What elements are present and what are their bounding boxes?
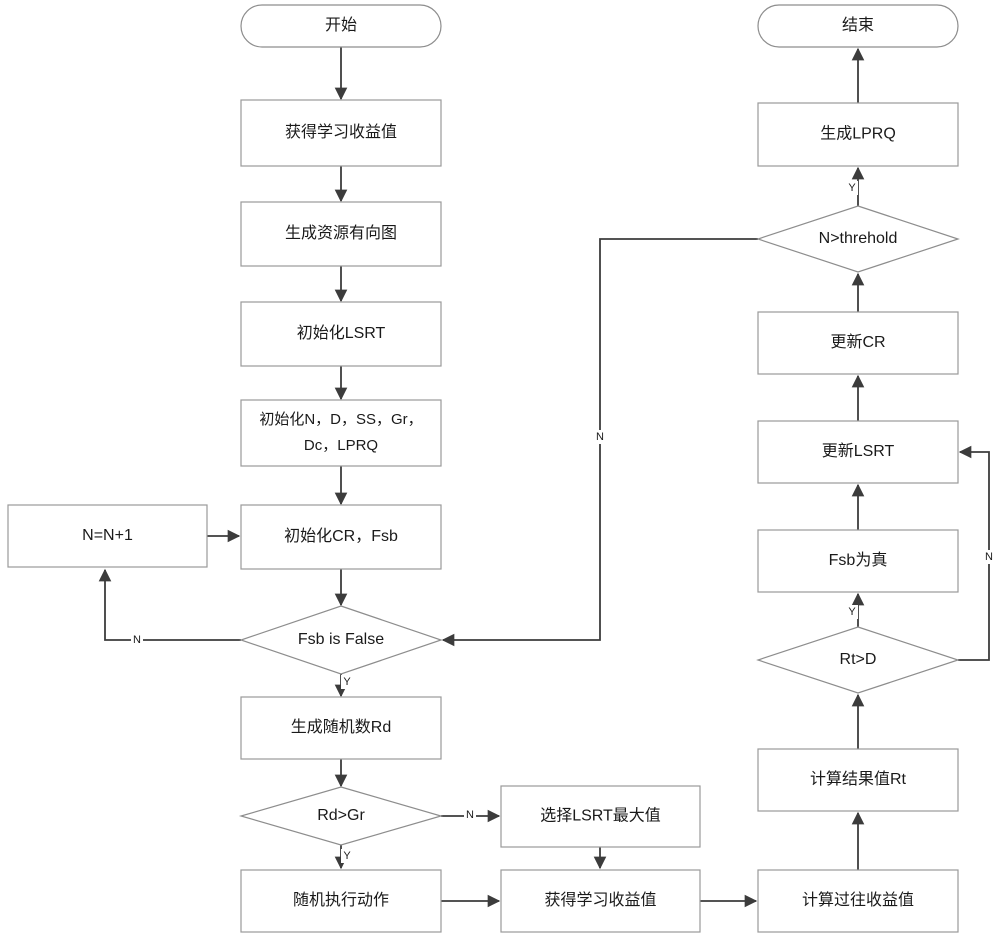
edge-label-lbl-rtd-y: Y (848, 606, 856, 618)
edge-label-bg (341, 849, 353, 863)
node-end[interactable]: 结束 (757, 4, 959, 48)
node-calc_rt[interactable]: 计算结果值Rt (757, 748, 959, 812)
process-shape (240, 99, 442, 167)
node-update_lsrt[interactable]: 更新LSRT (757, 420, 959, 484)
node-init_cr_fsb[interactable]: 初始化CR，Fsb (240, 504, 442, 570)
node-get_reward_1[interactable]: 获得学习收益值 (240, 99, 442, 167)
edge-label-lbl-nthresh-n: N (596, 431, 604, 443)
process-shape (757, 420, 959, 484)
edge-label-lbl-fsbfalse-n: N (133, 634, 141, 646)
process-shape (240, 201, 442, 267)
node-label: N>threhold (819, 230, 898, 247)
node-label: Rd>Gr (317, 807, 365, 824)
node-label: 选择LSRT最大值 (540, 807, 661, 825)
node-label: N=N+1 (82, 527, 133, 544)
node-label: Rt>D (840, 651, 877, 668)
edge-label-lbl-rdgr-y: Y (343, 850, 351, 862)
edge-labels-layer: N Y Y N Y N Y N (131, 181, 995, 863)
edge-label-bg (341, 675, 353, 689)
node-label: 随机执行动作 (293, 891, 389, 909)
process-shape (757, 311, 959, 375)
node-init_params[interactable]: 初始化N，D，SS，Gr， Dc，LPRQ (240, 399, 442, 467)
node-label-line2: Dc，LPRQ (304, 437, 378, 454)
terminal-shape (240, 4, 442, 48)
process-shape (757, 748, 959, 812)
edge-label-bg (983, 550, 995, 564)
edge-label-lbl-nthresh-y: Y (848, 182, 856, 194)
node-fsb_false[interactable]: Fsb is False (239, 605, 443, 675)
edge-label-bg (846, 181, 858, 195)
process-shape (240, 399, 442, 467)
node-label: Fsb is False (298, 631, 384, 648)
process-shape (240, 504, 442, 570)
node-update_cr[interactable]: 更新CR (757, 311, 959, 375)
node-label: 开始 (325, 16, 357, 34)
node-gen_rd[interactable]: 生成随机数Rd (240, 696, 442, 760)
node-fsb_true[interactable]: Fsb为真 (757, 529, 959, 593)
edge-label-lbl-rdgr-n: N (466, 809, 474, 821)
edge-fsb_false-to-n_plus_1 (98, 568, 241, 641)
process-shape (757, 102, 959, 167)
edge-label-bg (594, 430, 606, 444)
node-label: 生成资源有向图 (285, 224, 397, 242)
node-random_act[interactable]: 随机执行动作 (240, 869, 442, 933)
node-init_lsrt[interactable]: 初始化LSRT (240, 301, 442, 367)
node-label: 生成随机数Rd (291, 718, 391, 736)
terminal-shape (757, 4, 959, 48)
node-label: 计算结果值Rt (810, 769, 907, 788)
process-shape (757, 869, 959, 933)
node-label: 获得学习收益值 (544, 891, 656, 909)
decision-shape (756, 626, 960, 694)
process-shape (7, 504, 208, 568)
edge-label-lbl-rtd-n: N (985, 551, 993, 563)
node-label: 结束 (842, 16, 874, 34)
process-shape (240, 696, 442, 760)
node-n_plus_1[interactable]: N=N+1 (7, 504, 208, 568)
node-sel_lsrt_max[interactable]: 选择LSRT最大值 (500, 785, 701, 848)
process-shape (757, 529, 959, 593)
node-calc_past[interactable]: 计算过往收益值 (757, 869, 959, 933)
decision-shape (756, 205, 960, 273)
node-rt_gt_d[interactable]: Rt>D (756, 626, 960, 694)
process-shape (240, 301, 442, 367)
node-label: 生成LPRQ (820, 125, 896, 143)
node-label: 计算过往收益值 (802, 890, 914, 909)
node-label: 更新LSRT (822, 442, 895, 460)
node-rd_gt_gr[interactable]: Rd>Gr (238, 786, 444, 846)
decision-shape (238, 786, 444, 846)
node-label: 获得学习收益值 (285, 123, 397, 141)
process-shape (500, 785, 701, 848)
node-n_gt_thresh[interactable]: N>threhold (756, 205, 960, 273)
node-get_reward_2[interactable]: 获得学习收益值 (500, 869, 701, 933)
decision-shape (239, 605, 443, 675)
node-gen_graph[interactable]: 生成资源有向图 (240, 201, 442, 267)
node-gen_lprq[interactable]: 生成LPRQ (757, 102, 959, 167)
node-label: 初始化LSRT (297, 324, 386, 342)
process-shape (500, 869, 701, 933)
edge-label-bg (846, 605, 858, 619)
node-start[interactable]: 开始 (240, 4, 442, 48)
node-label: 初始化N，D，SS，Gr， (259, 411, 422, 428)
nodes-layer: 开始获得学习收益值生成资源有向图初始化LSRT初始化N，D，SS，Gr，Dc，L… (7, 4, 960, 933)
edge-label-bg (464, 808, 476, 822)
edge-label-lbl-fsbfalse-y: Y (343, 676, 351, 688)
edge-label-bg (131, 633, 143, 647)
node-label: 初始化CR，Fsb (284, 527, 398, 545)
node-label: Fsb为真 (829, 551, 888, 569)
node-label: 更新CR (830, 333, 885, 351)
process-shape (240, 869, 442, 933)
